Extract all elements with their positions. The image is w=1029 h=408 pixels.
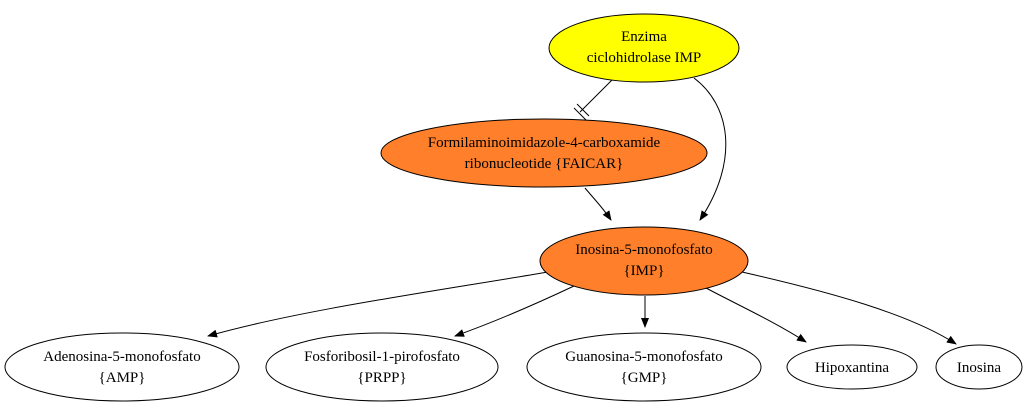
node-hipoxantina-label: Hipoxantina: [815, 360, 889, 376]
node-imp-label-1: Inosina-5-monofosfato: [575, 242, 712, 258]
node-faicar-label-2: ribonucleotide {FAICAR}: [465, 156, 624, 172]
edge-faicar-imp: [584, 187, 612, 221]
node-amp[interactable]: Adenosina-5-monofosfato {AMP}: [4, 332, 240, 402]
node-inosina-shape: [935, 344, 1023, 390]
node-enzima-label-2: ciclohidrolase IMP: [587, 50, 702, 66]
node-gmp-label-1: Guanosina-5-monofosfato: [565, 349, 722, 365]
edge-imp-hipoxantina: [705, 287, 807, 343]
node-imp[interactable]: Inosina-5-monofosfato {IMP}: [539, 226, 749, 296]
node-prpp-shape: [265, 332, 499, 402]
edge-imp-prpp: [454, 285, 575, 337]
edge-imp-inosina: [741, 271, 957, 345]
edges: [207, 77, 957, 345]
node-imp-shape: [539, 226, 749, 296]
node-faicar-label-1: Formilaminoimidazole-4-carboxamide: [428, 135, 661, 151]
node-gmp-shape: [526, 332, 762, 402]
node-gmp-label-2: {GMP}: [621, 370, 668, 386]
node-gmp[interactable]: Guanosina-5-monofosfato {GMP}: [526, 332, 762, 402]
node-imp-label-2: {IMP}: [623, 263, 664, 279]
node-hipoxantina[interactable]: Hipoxantina: [786, 344, 918, 390]
node-enzima-label-1: Enzima: [621, 29, 667, 45]
edge-enzima-faicar: [573, 79, 613, 121]
node-hipoxantina-shape: [786, 344, 918, 390]
node-inosina[interactable]: Inosina: [935, 344, 1023, 390]
edge-enzima-imp: [693, 77, 727, 221]
node-prpp-label-1: Fosforibosil-1-pirofosfato: [304, 349, 460, 365]
node-prpp[interactable]: Fosforibosil-1-pirofosfato {PRPP}: [265, 332, 499, 402]
node-enzima-shape: [548, 13, 740, 83]
edge-imp-amp: [207, 271, 549, 338]
node-inosina-label: Inosina: [957, 360, 1002, 376]
node-amp-label-1: Adenosina-5-monofosfato: [43, 349, 200, 365]
node-amp-shape: [4, 332, 240, 402]
node-enzima[interactable]: Enzima ciclohidrolase IMP: [548, 13, 740, 83]
node-prpp-label-2: {PRPP}: [357, 370, 406, 386]
node-faicar[interactable]: Formilaminoimidazole-4-carboxamide ribon…: [380, 118, 708, 188]
node-amp-label-2: {AMP}: [99, 370, 146, 386]
node-faicar-shape: [380, 118, 708, 188]
